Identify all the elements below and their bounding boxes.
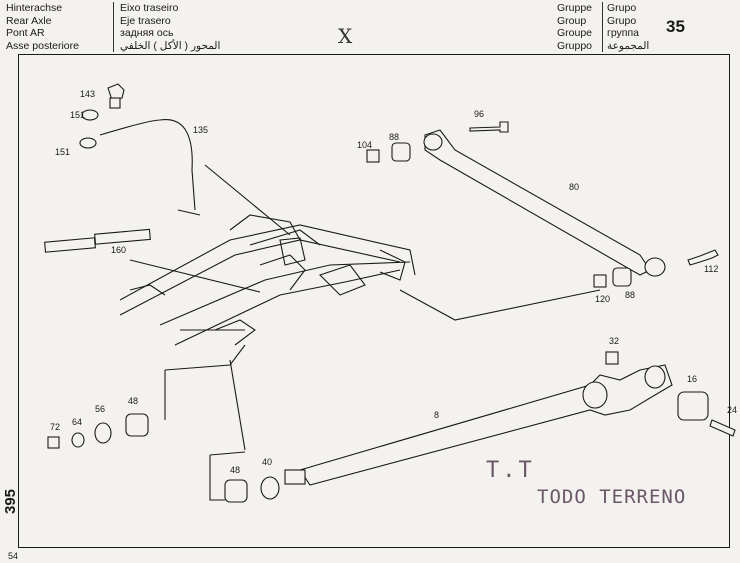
axle-frame	[119, 214, 416, 346]
handwritten-tt: T.T	[486, 458, 535, 483]
drain-plug	[107, 83, 125, 109]
bolt-112	[687, 249, 719, 266]
callout-16: 16	[687, 374, 697, 384]
washer-151-upper	[81, 109, 99, 121]
breather-hose	[99, 119, 196, 211]
callout-151-lower: 151	[55, 147, 70, 157]
title-russian: задняя ось	[120, 27, 174, 39]
title-italian: Asse posteriore	[6, 39, 79, 52]
group-label-spanish: Grupo	[607, 14, 637, 27]
title-spanish: Eje trasero	[120, 14, 171, 27]
callout-56: 56	[95, 404, 105, 414]
diagram-frame	[18, 54, 730, 548]
title-german: Hinterachse	[6, 2, 63, 14]
leader-lines	[129, 164, 601, 501]
callout-48-lower: 48	[230, 465, 240, 475]
title-portuguese: Eixo traseiro	[120, 2, 179, 14]
callout-151-upper: 151	[70, 110, 85, 120]
group-label-english: Group	[557, 14, 587, 27]
group-labels-right: Grupo Grupo группа المجموعة	[607, 2, 649, 52]
callout-135: 135	[193, 125, 208, 135]
callout-104: 104	[357, 140, 372, 150]
callout-96: 96	[474, 109, 484, 119]
group-label-italian: Gruppo	[557, 39, 593, 52]
callout-120: 120	[595, 294, 610, 304]
washer-40	[260, 476, 280, 500]
group-label-portuguese: Grupo	[607, 2, 637, 14]
callout-48-left: 48	[128, 396, 138, 406]
callout-40: 40	[262, 457, 272, 467]
group-label-french: Groupe	[557, 27, 593, 39]
callout-72: 72	[50, 422, 60, 432]
handwritten-todo-terreno: TODO TERRENO	[537, 486, 687, 508]
group-label-arabic: المجموعة	[607, 39, 650, 52]
callout-160: 160	[111, 245, 126, 255]
title-french: Pont AR	[6, 27, 45, 39]
washer-64	[71, 432, 85, 448]
header-divider	[113, 2, 114, 52]
callout-8: 8	[434, 410, 439, 420]
callout-80: 80	[569, 182, 579, 192]
callout-112: 112	[704, 264, 718, 274]
hose-clip	[177, 209, 201, 216]
pins	[44, 228, 151, 253]
callout-64: 64	[72, 417, 82, 427]
callout-143: 143	[80, 89, 95, 99]
group-number: 35	[666, 17, 685, 36]
title-english: Rear Axle	[6, 14, 52, 27]
callout-labels: 143 151 151 135 104 88 96 80 160 112 120…	[50, 89, 737, 475]
header-titles-right: Eixo traseiro Eje trasero задняя ось الم…	[120, 2, 220, 52]
nut-120	[593, 274, 607, 288]
trailing-arm	[284, 364, 673, 486]
nut-72	[47, 436, 60, 449]
callout-88-upper: 88	[389, 132, 399, 142]
footer-number: 54	[8, 551, 19, 561]
nut-32	[605, 351, 619, 365]
handwritten-cross-mark: X	[338, 24, 353, 48]
washer-151-lower	[79, 137, 97, 149]
group-labels-left: Gruppe Group Groupe Gruppo	[557, 2, 592, 52]
title-arabic: المحور ( الأكل ) الخلفي	[120, 39, 221, 52]
group-label-german: Gruppe	[557, 2, 593, 14]
panhard-rod	[423, 129, 666, 277]
group-divider	[602, 2, 603, 52]
callout-32: 32	[609, 336, 619, 346]
rubber-mount-48-left	[125, 413, 149, 437]
bushing-88-upper	[391, 142, 411, 162]
rubber-mount-48-lower	[224, 479, 248, 503]
bolt-24	[709, 419, 736, 437]
callout-88-lower: 88	[625, 290, 635, 300]
callout-24: 24	[727, 405, 737, 415]
nut-104	[366, 149, 380, 163]
page-number: 395	[2, 488, 19, 514]
group-label-russian: группа	[607, 27, 640, 39]
header-titles-left: Hinterachse Rear Axle Pont AR Asse poste…	[6, 2, 79, 52]
washer-56	[94, 422, 112, 444]
bushing-88-lower	[612, 267, 632, 287]
bolt-96	[469, 121, 509, 133]
bushing-16	[677, 391, 709, 421]
